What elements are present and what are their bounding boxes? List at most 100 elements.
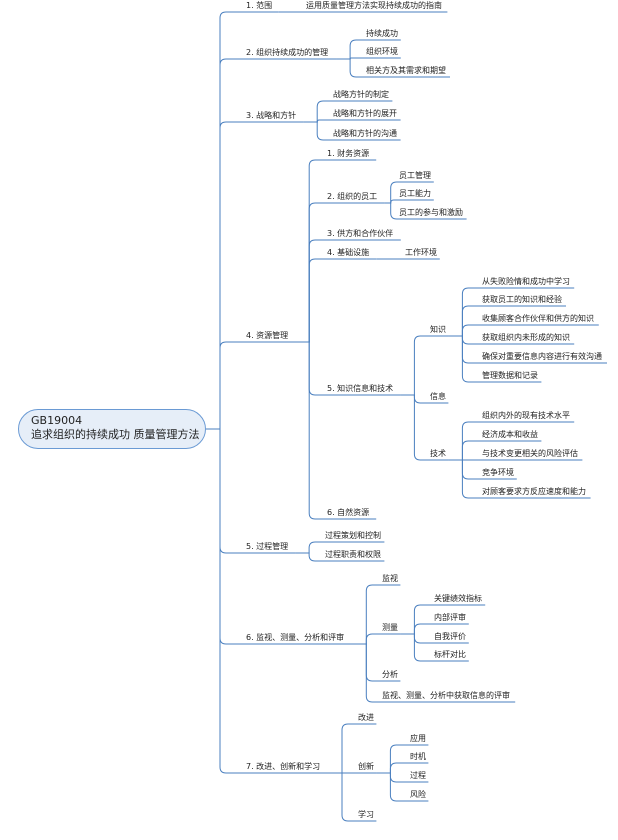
node-label[interactable]: 时机 [410, 752, 426, 761]
node-label[interactable]: 技术 [430, 449, 446, 458]
connector-line [448, 335, 480, 383]
node-label[interactable]: 竞争环境 [482, 468, 514, 477]
node-label[interactable]: 创新 [358, 762, 374, 771]
node-label[interactable]: 标杆对比 [434, 650, 466, 659]
node-label[interactable]: 收集顾客合作伙伴和供方的知识 [482, 314, 594, 323]
node-label[interactable]: 3. 供方和合作伙伴 [327, 229, 394, 238]
connector-line [336, 39, 364, 60]
node-label[interactable]: 2. 组织持续成功的管理 [246, 48, 329, 57]
connector-line [295, 552, 323, 562]
node-label[interactable]: 过程职责和权限 [325, 550, 381, 559]
node-label[interactable]: 内部评审 [434, 613, 466, 622]
node-label[interactable]: 1. 财务资源 [327, 149, 370, 158]
connector-line [295, 239, 325, 343]
node-label[interactable]: 确保对重要信息内容进行有效沟通 [482, 352, 602, 361]
connector-line [448, 287, 480, 337]
node-label[interactable]: 关键绩效指标 [434, 594, 482, 603]
node-label[interactable]: 员工能力 [399, 189, 431, 198]
node-label[interactable]: 自我评价 [434, 632, 466, 641]
node-label[interactable]: 知识 [430, 325, 446, 334]
connector-line [400, 604, 432, 635]
connector-line [448, 324, 480, 337]
node-label[interactable]: 风险 [410, 790, 426, 799]
node-label[interactable]: 组织内外的现有技术水平 [482, 411, 570, 420]
node-label[interactable]: 过程策划和控制 [325, 531, 381, 540]
connector-line [448, 305, 480, 337]
node-label[interactable]: 1. 范围 [246, 1, 273, 10]
connector-line [206, 428, 244, 554]
node-label[interactable]: 测量 [382, 623, 398, 632]
connector-line [295, 258, 325, 343]
connector-line [448, 440, 480, 461]
node-label[interactable]: 获取员工的知识和经验 [482, 295, 562, 304]
connector-line [400, 633, 432, 644]
node-label[interactable]: 5. 知识信息和技术 [327, 384, 394, 393]
connector-line [303, 100, 331, 123]
connector-line [448, 421, 480, 461]
connector-line [206, 341, 244, 430]
node-label[interactable]: 员工管理 [399, 171, 431, 180]
connector-line [400, 623, 432, 635]
node-label[interactable]: 持续成功 [366, 29, 398, 38]
connector-line [448, 459, 480, 499]
node-label[interactable]: 2. 组织的员工 [327, 192, 378, 201]
node-label[interactable]: 7. 改进、创新和学习 [246, 762, 321, 771]
node-label[interactable]: 与技术变更相关的风险评估 [482, 449, 578, 458]
node-label[interactable]: 改进 [358, 713, 374, 722]
connector-line [384, 181, 397, 204]
connector-line [206, 428, 244, 645]
node-label[interactable]: 运用质量管理方法实现持续成功的指南 [306, 1, 442, 10]
node-label[interactable]: 对顾客要求方反应速度和能力 [482, 487, 586, 496]
node-label[interactable]: 相关方及其需求和期望 [366, 66, 446, 75]
connector-line [376, 772, 408, 802]
node-label[interactable]: 战略方针的制定 [333, 90, 389, 99]
connector-line [376, 772, 408, 783]
connector-line [295, 341, 325, 396]
root-node[interactable]: GB19004 追求组织的持续成功 质量管理方法 [18, 409, 206, 449]
node-label[interactable]: 信息 [430, 392, 446, 401]
connector-line [352, 633, 380, 645]
node-label[interactable]: 6. 监视、测量、分析和评审 [246, 633, 345, 642]
connector-line [352, 643, 380, 703]
connector-line [336, 58, 364, 78]
connector-line [303, 121, 331, 141]
node-label[interactable]: 过程 [410, 771, 426, 780]
node-label[interactable]: 学习 [358, 810, 374, 819]
node-label[interactable]: 工作环境 [405, 248, 437, 257]
node-label[interactable]: 组织环境 [366, 47, 398, 56]
node-label[interactable]: 4. 资源管理 [246, 331, 289, 340]
node-label[interactable]: 6. 自然资源 [327, 508, 370, 517]
node-label[interactable]: 战略和方针的沟通 [333, 129, 397, 138]
node-label[interactable]: 获取组织内未形成的知识 [482, 333, 570, 342]
connector-line [206, 11, 244, 430]
node-label[interactable]: 分析 [382, 670, 398, 679]
node-label[interactable]: 5. 过程管理 [246, 542, 289, 551]
root-subtitle: 追求组织的持续成功 质量管理方法 [31, 428, 200, 441]
node-label[interactable]: 经济成本和收益 [482, 430, 538, 439]
node-label[interactable]: 管理数据和记录 [482, 371, 538, 380]
connector-line [400, 394, 428, 461]
connector-line [400, 335, 428, 396]
connector-line [328, 723, 356, 774]
node-label[interactable]: 监视 [382, 574, 398, 583]
connector-line [295, 202, 325, 343]
connector-line [448, 459, 480, 480]
connector-line [295, 159, 325, 343]
connector-line [352, 584, 380, 645]
node-label[interactable]: 员工的参与和激励 [399, 208, 463, 217]
node-label[interactable]: 3. 战略和方针 [246, 111, 297, 120]
connector-line [206, 121, 244, 430]
root-title: GB19004 [31, 414, 83, 427]
connector-line [376, 744, 408, 774]
node-label[interactable]: 从失败险情和成功中学习 [482, 277, 570, 286]
connector-line [328, 772, 356, 822]
connector-line [295, 541, 323, 554]
node-label[interactable]: 应用 [410, 734, 426, 743]
node-label[interactable]: 战略和方针的展开 [333, 109, 397, 118]
connector-line [400, 633, 432, 662]
node-label[interactable]: 监视、测量、分析中获取信息的评审 [382, 691, 510, 700]
node-label[interactable]: 4. 基础设施 [327, 248, 370, 257]
connector-line [206, 428, 244, 774]
